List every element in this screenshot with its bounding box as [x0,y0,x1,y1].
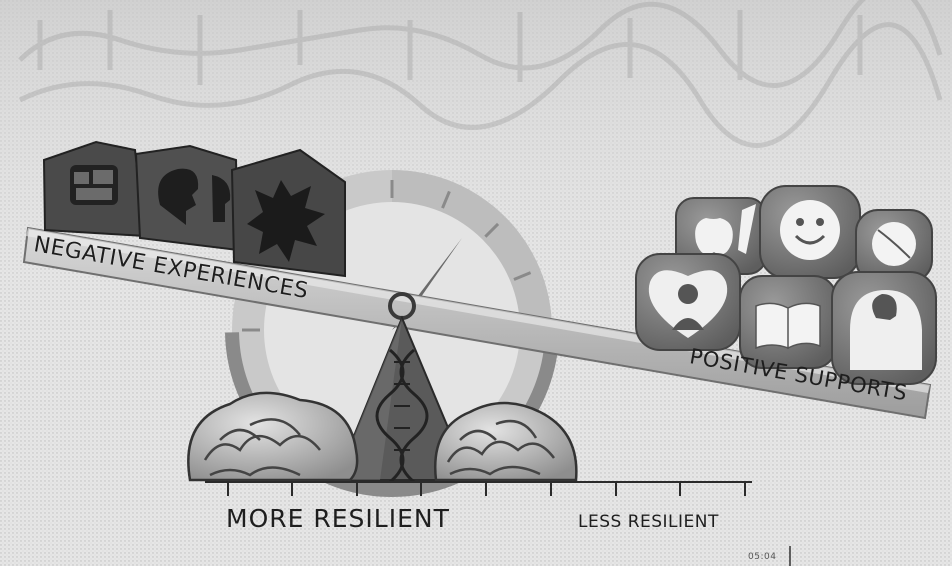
less-resilient-label: LESS RESILIENT [578,512,719,532]
parent-child-icon [831,271,937,385]
open-book-icon [739,275,837,369]
negative-blocks [42,140,346,278]
heart-person-icon [635,253,741,351]
corner-mark: 05:04 [748,552,777,562]
resilience-axis [205,481,752,496]
head-profiles-icon [134,144,240,252]
dna-icon [375,348,429,484]
brain-right-icon [434,401,578,482]
smiley-face-icon [759,185,861,279]
more-resilient-label: MORE RESILIENT [226,504,450,533]
gauge-tick [513,271,532,281]
brain-left-icon [187,391,359,482]
maze-texture [18,0,943,148]
ball-icon [855,209,933,283]
positive-blocks [635,185,937,385]
fractured-family-icon [42,140,147,238]
conflict-figures-icon [230,148,346,278]
seesaw-bar [22,226,932,420]
gauge-tick [484,222,500,238]
gauge-tick [441,190,451,209]
